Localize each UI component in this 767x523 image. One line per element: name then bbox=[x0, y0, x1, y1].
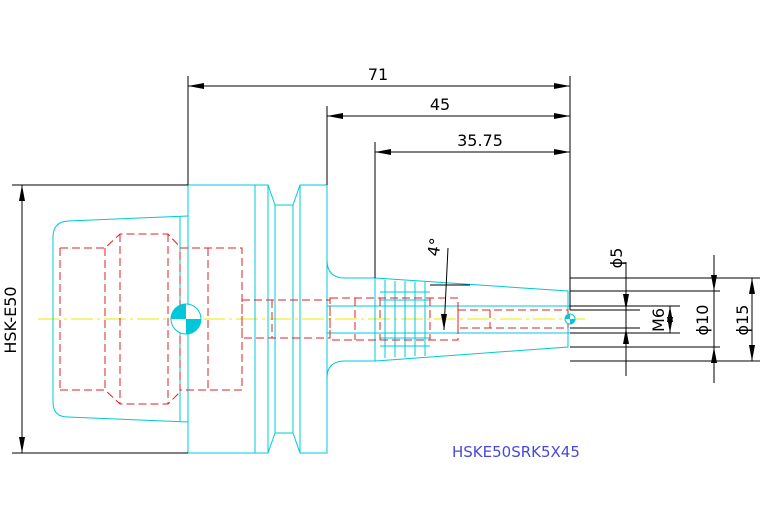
dim-length-35-75: 35.75 bbox=[457, 131, 503, 150]
dim-length-45: 45 bbox=[430, 95, 450, 114]
dim-taper-angle: 4° bbox=[424, 236, 446, 257]
dim-dia-10: ϕ10 bbox=[693, 305, 712, 336]
dim-dia-15: ϕ15 bbox=[733, 305, 752, 336]
part-number-label: HSKE50SRK5X45 bbox=[452, 443, 580, 461]
arrowheads bbox=[19, 83, 755, 453]
part-outline bbox=[52, 184, 570, 454]
dim-interface: HSK-E50 bbox=[1, 286, 20, 353]
dim-bore-dia: ϕ5 bbox=[607, 248, 626, 269]
tip-center-symbol bbox=[564, 313, 576, 325]
center-of-gravity-symbol bbox=[170, 303, 202, 335]
hidden-lines bbox=[59, 233, 569, 405]
dimension-lines bbox=[12, 76, 760, 454]
dim-thread: M6 bbox=[649, 308, 668, 332]
dim-overall-length: 71 bbox=[368, 65, 388, 84]
